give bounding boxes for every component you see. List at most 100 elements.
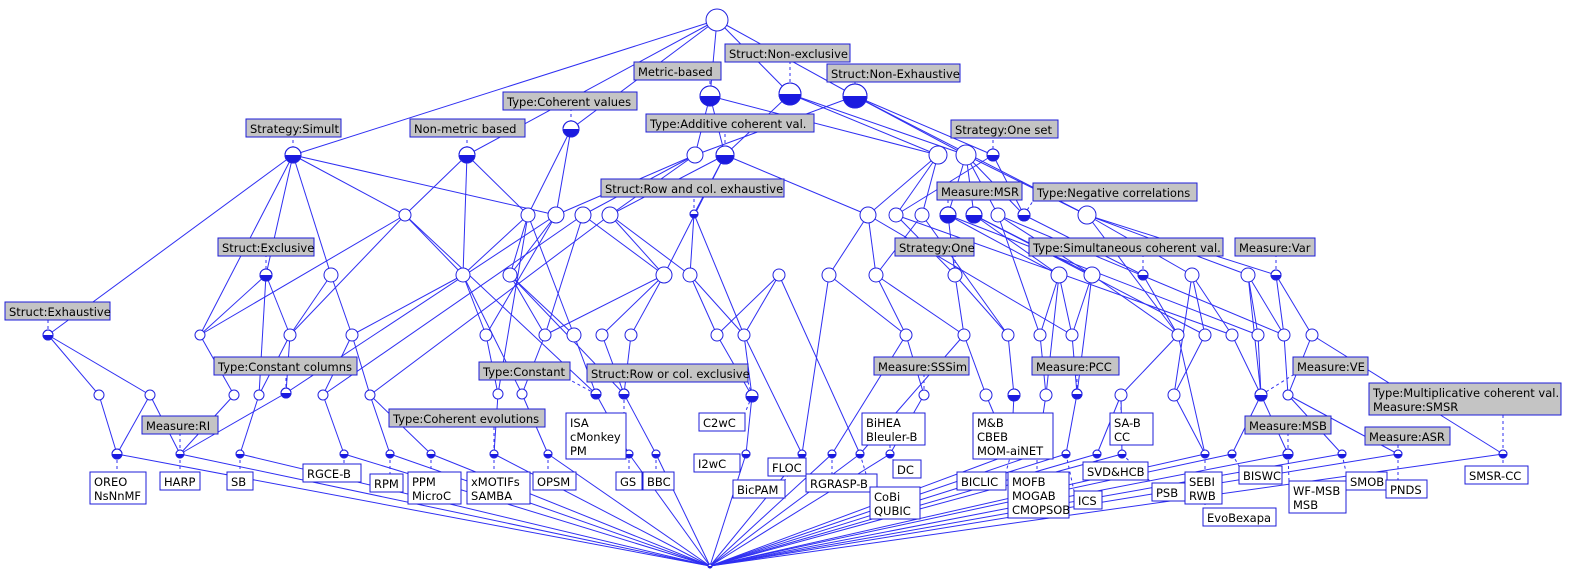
concept-node-r3d[interactable] <box>345 328 359 342</box>
concept-node-r3f[interactable] <box>538 328 552 342</box>
concept-node-b14[interactable] <box>855 449 865 459</box>
object-label-smob[interactable]: SMOB <box>1345 471 1388 491</box>
concept-node-r2c[interactable] <box>455 267 471 283</box>
concept-node-r2n[interactable] <box>1184 267 1200 283</box>
concept-node-oneset2[interactable] <box>955 144 977 166</box>
concept-node-r3e[interactable] <box>479 328 493 342</box>
object-label-floc[interactable]: FLOC <box>767 457 807 477</box>
attribute-label-struct_exclusive[interactable]: Struct:Exclusive <box>217 237 315 257</box>
concept-node-r1c[interactable] <box>547 206 565 224</box>
attribute-label-strategy_simult[interactable]: Strategy:Simult <box>245 118 342 138</box>
concept-node-r3m[interactable] <box>957 328 971 342</box>
concept-node-r4f[interactable] <box>317 389 329 401</box>
concept-node-r4p[interactable] <box>1039 388 1053 402</box>
attribute-label-type_negative[interactable]: Type:Negative correlations <box>1032 182 1198 202</box>
concept-node-r3o[interactable] <box>1033 328 1047 342</box>
concept-node-var[interactable] <box>1270 269 1282 281</box>
concept-node-r3t[interactable] <box>1251 328 1265 342</box>
attribute-label-struct_row_or_col_exclusive[interactable]: Struct:Row or col. exclusive <box>586 363 750 383</box>
attribute-label-type_coherent_values[interactable]: Type:Coherent values <box>502 91 638 111</box>
attribute-label-measure_msr[interactable]: Measure:MSR <box>936 181 1023 201</box>
concept-node-r1l[interactable] <box>990 207 1006 223</box>
concept-node-r2h[interactable] <box>821 267 837 283</box>
object-label-gs[interactable]: GS <box>615 471 643 491</box>
concept-node-b3[interactable] <box>235 449 245 459</box>
concept-node-r2e[interactable] <box>655 266 673 284</box>
concept-node-bot[interactable] <box>707 563 713 569</box>
object-label-bicpam[interactable]: BicPAM <box>732 479 786 499</box>
attribute-label-strategy_one[interactable]: Strategy:One <box>894 237 975 257</box>
concept-node-r4b[interactable] <box>144 389 156 401</box>
object-label-opsm[interactable]: OPSM <box>532 471 577 491</box>
concept-node-r2b[interactable] <box>323 267 339 283</box>
concept-node-r1n[interactable] <box>1077 205 1097 225</box>
concept-node-r4t[interactable] <box>1254 388 1268 402</box>
concept-node-r4i[interactable] <box>516 388 528 400</box>
attribute-label-type_constant[interactable]: Type:Constant <box>478 361 571 381</box>
concept-node-b20[interactable] <box>1117 449 1127 459</box>
concept-node-r3v[interactable] <box>1305 328 1319 342</box>
attribute-label-strategy_one_set[interactable]: Strategy:One set <box>950 119 1059 139</box>
concept-node-r4n[interactable] <box>979 388 993 402</box>
concept-node-r3q[interactable] <box>1171 328 1185 342</box>
object-label-pnds[interactable]: PNDS <box>1385 479 1428 499</box>
attribute-label-metric_based[interactable]: Metric-based <box>633 61 722 81</box>
concept-node-b5[interactable] <box>385 449 395 459</box>
concept-node-nonmet[interactable] <box>458 146 476 164</box>
concept-node-b25[interactable] <box>1393 449 1403 459</box>
concept-node-r3n[interactable] <box>1001 328 1015 342</box>
concept-node-r4a[interactable] <box>93 389 105 401</box>
concept-node-b26[interactable] <box>1498 449 1508 459</box>
object-label-sab_l1[interactable]: SA-BCC <box>1109 412 1154 446</box>
concept-node-r2d[interactable] <box>502 267 518 283</box>
attribute-label-measure_var[interactable]: Measure:Var <box>1234 237 1316 257</box>
concept-node-b24[interactable] <box>1337 449 1347 459</box>
concept-node-r1i[interactable] <box>914 207 930 223</box>
concept-node-r4l[interactable] <box>745 389 759 403</box>
concept-node-b1[interactable] <box>111 448 123 460</box>
concept-node-r4m[interactable] <box>918 389 930 401</box>
concept-node-b15[interactable] <box>885 449 895 459</box>
concept-node-r2o[interactable] <box>1240 267 1256 283</box>
attribute-label-struct_row_col_exhaustive[interactable]: Struct:Row and col. exhaustive <box>600 178 785 198</box>
concept-node-metric[interactable] <box>699 85 721 107</box>
object-label-c2wc[interactable]: C2wC <box>698 412 746 432</box>
concept-node-r4u[interactable] <box>1282 389 1294 401</box>
concept-node-r2i[interactable] <box>868 267 884 283</box>
object-label-rgce_b[interactable]: RGCE-B <box>302 463 362 483</box>
attribute-label-measure_sssim[interactable]: Measure:SSSim <box>873 356 970 376</box>
attribute-label-type_constant_columns[interactable]: Type:Constant columns <box>213 356 358 376</box>
object-label-ics[interactable]: ICS <box>1073 490 1103 510</box>
concept-node-b21[interactable] <box>1200 449 1210 459</box>
concept-node-r4j[interactable] <box>590 388 602 400</box>
concept-node-b13[interactable] <box>827 449 837 459</box>
attribute-label-measure_ve[interactable]: Measure:VE <box>1292 356 1369 376</box>
concept-node-nonexh[interactable] <box>842 83 868 109</box>
concept-node-oneset1[interactable] <box>928 145 948 165</box>
concept-node-top[interactable] <box>705 8 729 32</box>
attribute-label-struct_non_exclusive[interactable]: Struct:Non-exclusive <box>724 43 851 63</box>
concept-node-r1d[interactable] <box>574 206 592 224</box>
concept-node-simult[interactable] <box>284 146 302 164</box>
concept-node-b22[interactable] <box>1227 449 1237 459</box>
attribute-label-type_multiplicative_l1[interactable]: Type:Multiplicative coherent val.Measure… <box>1368 382 1562 416</box>
concept-node-r1g[interactable] <box>859 206 877 224</box>
object-label-biswc[interactable]: BISWC <box>1238 465 1283 485</box>
concept-node-b18[interactable] <box>1061 449 1071 459</box>
concept-node-r2k[interactable] <box>1050 266 1068 284</box>
concept-node-nonexc[interactable] <box>778 82 802 106</box>
concept-node-b10[interactable] <box>651 449 661 459</box>
attribute-label-struct_non_exhaustive[interactable]: Struct:Non-Exhaustive <box>826 63 961 83</box>
concept-node-r3j[interactable] <box>710 328 724 342</box>
concept-node-r1b[interactable] <box>520 207 536 223</box>
concept-node-r1k[interactable] <box>965 206 983 224</box>
object-label-smsr_cc[interactable]: SMSR-CC <box>1464 465 1529 485</box>
concept-node-r1m[interactable] <box>1017 208 1031 222</box>
concept-node-r3p[interactable] <box>1065 328 1079 342</box>
object-label-psb[interactable]: PSB <box>1151 482 1187 502</box>
